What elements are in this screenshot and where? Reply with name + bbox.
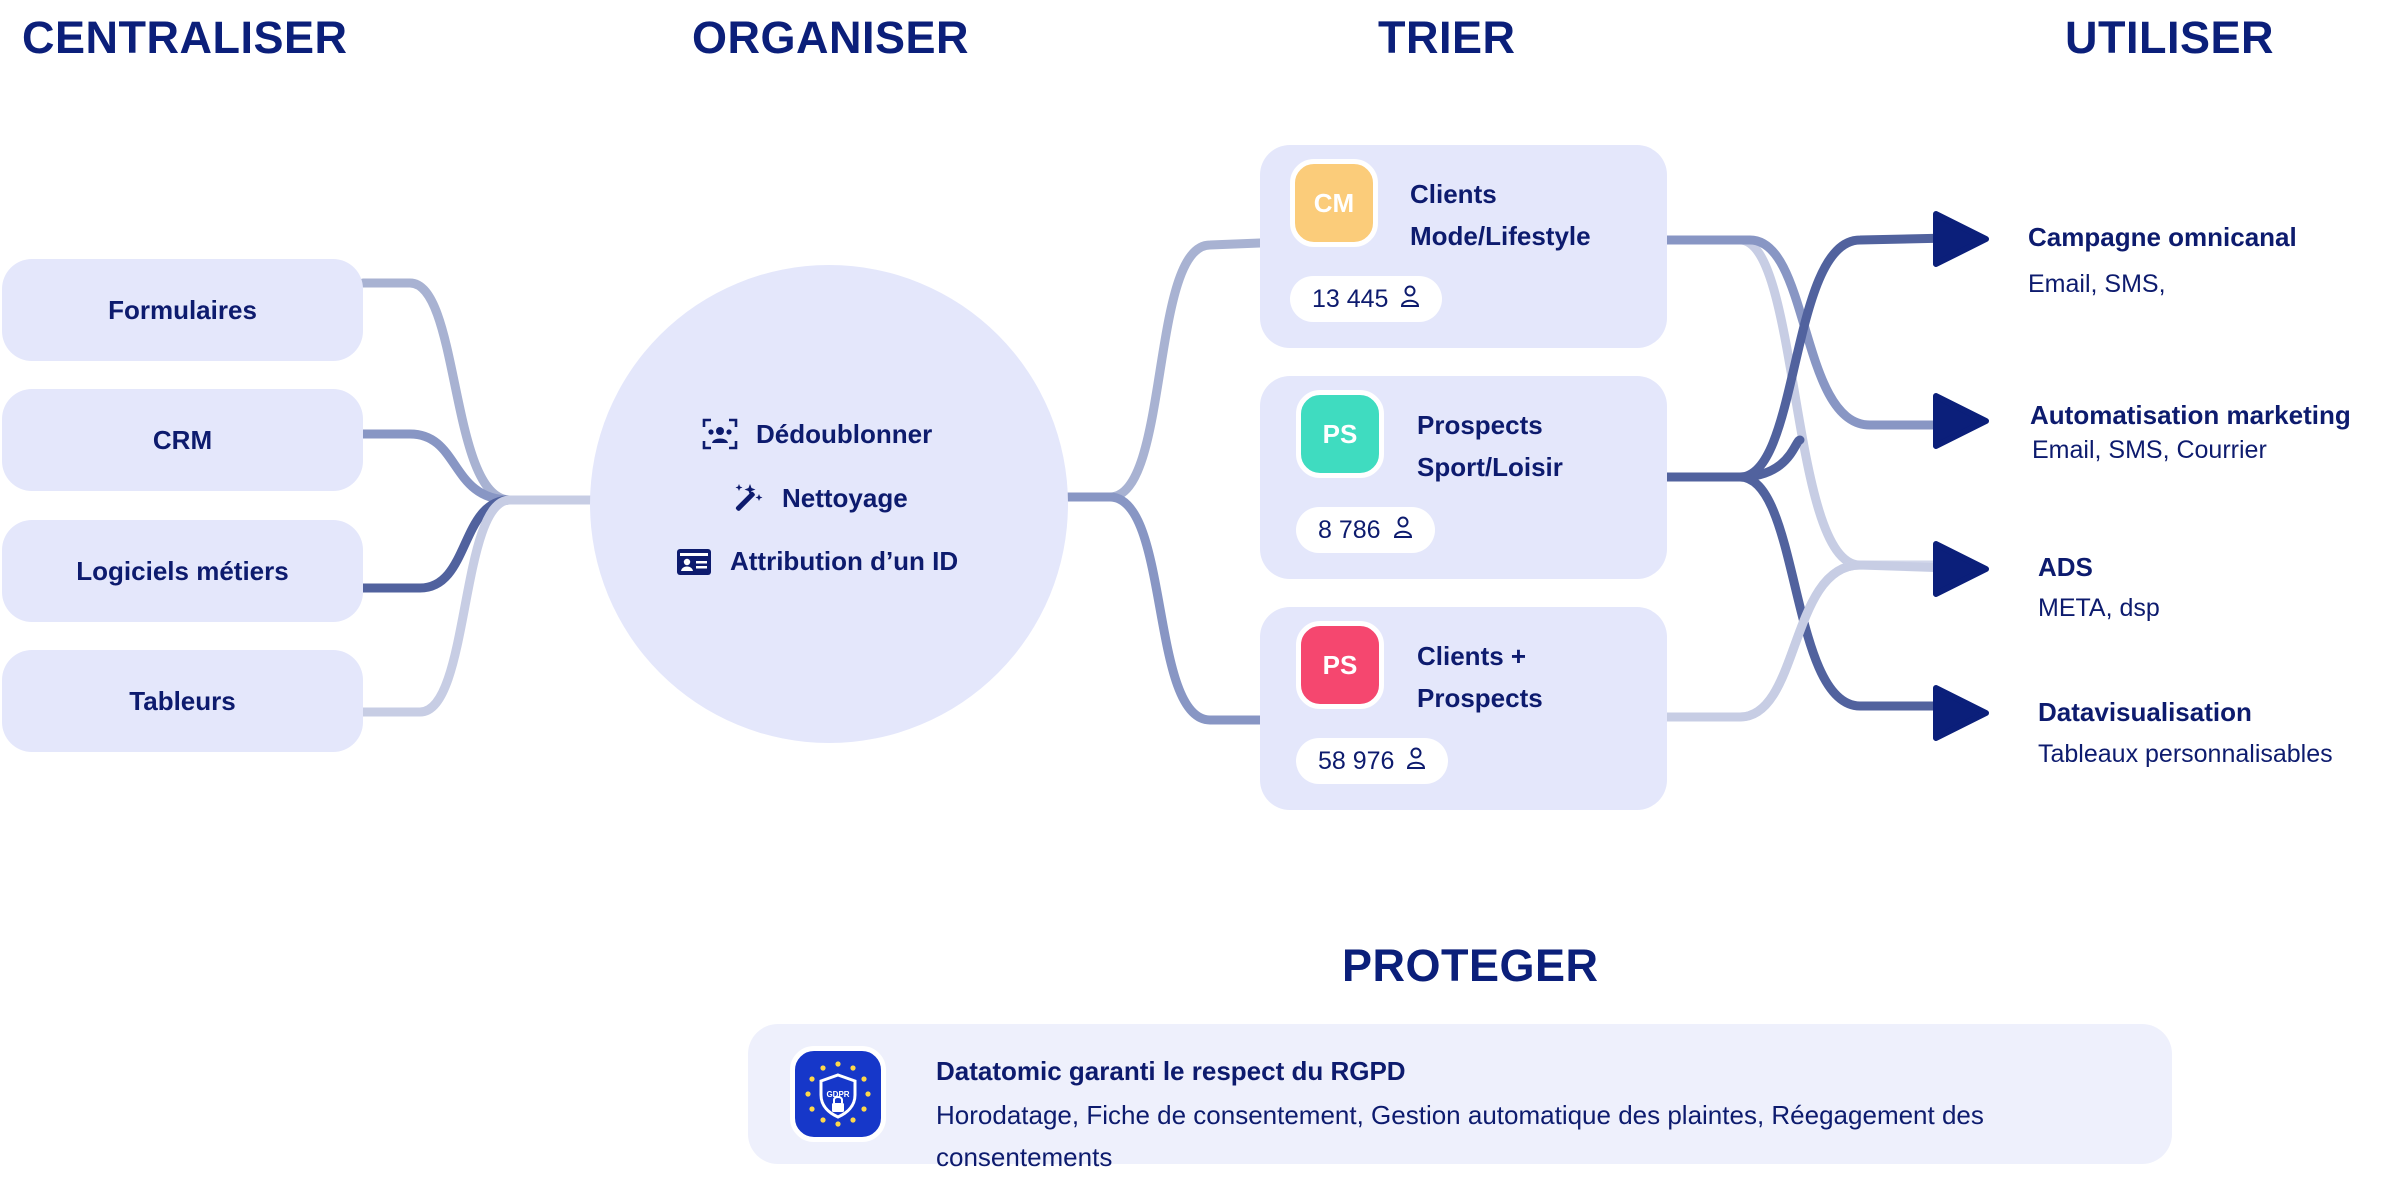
gdpr-card: GDPR Datatomic garanti le respect du RGP…	[748, 1024, 2172, 1172]
output-title-automatisation: Automatisation marketing	[2030, 400, 2351, 430]
operation-dedoublonner: Dédoublonner	[702, 418, 932, 450]
header-trier: TRIER	[1378, 12, 1516, 63]
header-centraliser: CENTRALISER	[22, 12, 348, 63]
count-value: 13 445	[1312, 284, 1389, 313]
segment-title: Clients + Prospects	[1417, 635, 1543, 719]
organiser-circle	[590, 265, 1068, 743]
output-subtitle-ads: META, dsp	[2038, 594, 2160, 622]
arrow-icon	[1933, 393, 1989, 449]
header-utiliser: UTILISER	[2065, 12, 2275, 63]
gdpr-title: Datatomic garanti le respect du RGPD	[936, 1056, 1406, 1086]
source-logiciels-metiers: Logiciels métiers	[2, 520, 363, 622]
output-subtitle-automatisation: Email, SMS, Courrier	[2032, 436, 2267, 464]
segment-count: 8 786	[1296, 507, 1435, 553]
gdpr-shield-icon: GDPR	[790, 1046, 886, 1142]
user-icon	[1406, 747, 1426, 776]
output-title-ads: ADS	[2038, 552, 2093, 582]
segment-title: Clients Mode/Lifestyle	[1410, 173, 1591, 257]
gdpr-badge-text: GDPR	[826, 1090, 849, 1099]
operation-attribution-id: Attribution d’un ID	[676, 546, 958, 577]
segment-card-prospects-sport: PS Prospects Sport/Loisir 8 786	[1260, 376, 1667, 579]
operation-label: Dédoublonner	[756, 418, 933, 449]
segment-title-line1: Prospects	[1417, 410, 1543, 440]
source-crm: CRM	[2, 389, 363, 491]
gdpr-subtitle: Horodatage, Fiche de consentement, Gesti…	[936, 1100, 1984, 1172]
arrow-icon	[1933, 685, 1989, 741]
arrow-icon	[1933, 541, 1989, 597]
magic-wand-icon	[730, 482, 764, 514]
source-formulaires: Formulaires	[2, 259, 363, 361]
header-proteger: PROTEGER	[1342, 940, 1599, 991]
arrow-icon	[1933, 211, 1989, 267]
operation-label: Attribution d’un ID	[730, 546, 959, 576]
segment-title-line2: Prospects	[1417, 683, 1543, 713]
segment-card-clients-prospects: PS Clients + Prospects 58 976	[1260, 607, 1667, 810]
segment-badge: PS	[1296, 621, 1384, 709]
source-tableurs: Tableurs	[2, 650, 363, 752]
user-icon	[1400, 285, 1420, 314]
segment-badge: CM	[1290, 159, 1378, 247]
segment-title-line1: Clients +	[1417, 641, 1527, 671]
header-organiser: ORGANISER	[692, 12, 970, 63]
operation-label: Nettoyage	[782, 482, 908, 513]
output-subtitle-campagne: Email, SMS,	[2028, 270, 2166, 298]
count-value: 58 976	[1318, 746, 1395, 775]
segment-badge: PS	[1296, 390, 1384, 478]
output-title-campagne: Campagne omnicanal	[2028, 222, 2297, 252]
segment-title-line2: Mode/Lifestyle	[1410, 221, 1591, 251]
count-value: 8 786	[1318, 515, 1381, 544]
id-card-icon	[676, 548, 712, 576]
output-subtitle-datavisualisation: Tableaux personnalisables	[2038, 740, 2333, 768]
output-title-datavisualisation: Datavisualisation	[2038, 697, 2252, 727]
operation-nettoyage: Nettoyage	[730, 482, 908, 514]
users-scan-icon	[702, 418, 738, 450]
segment-count: 13 445	[1290, 276, 1443, 322]
segment-title-line2: Sport/Loisir	[1417, 452, 1563, 482]
segment-title-line1: Clients	[1410, 179, 1497, 209]
segment-title: Prospects Sport/Loisir	[1417, 404, 1563, 488]
segment-count: 58 976	[1296, 738, 1449, 784]
segment-card-clients-mode: CM Clients Mode/Lifestyle 13 445	[1260, 145, 1667, 348]
user-icon	[1393, 516, 1413, 545]
